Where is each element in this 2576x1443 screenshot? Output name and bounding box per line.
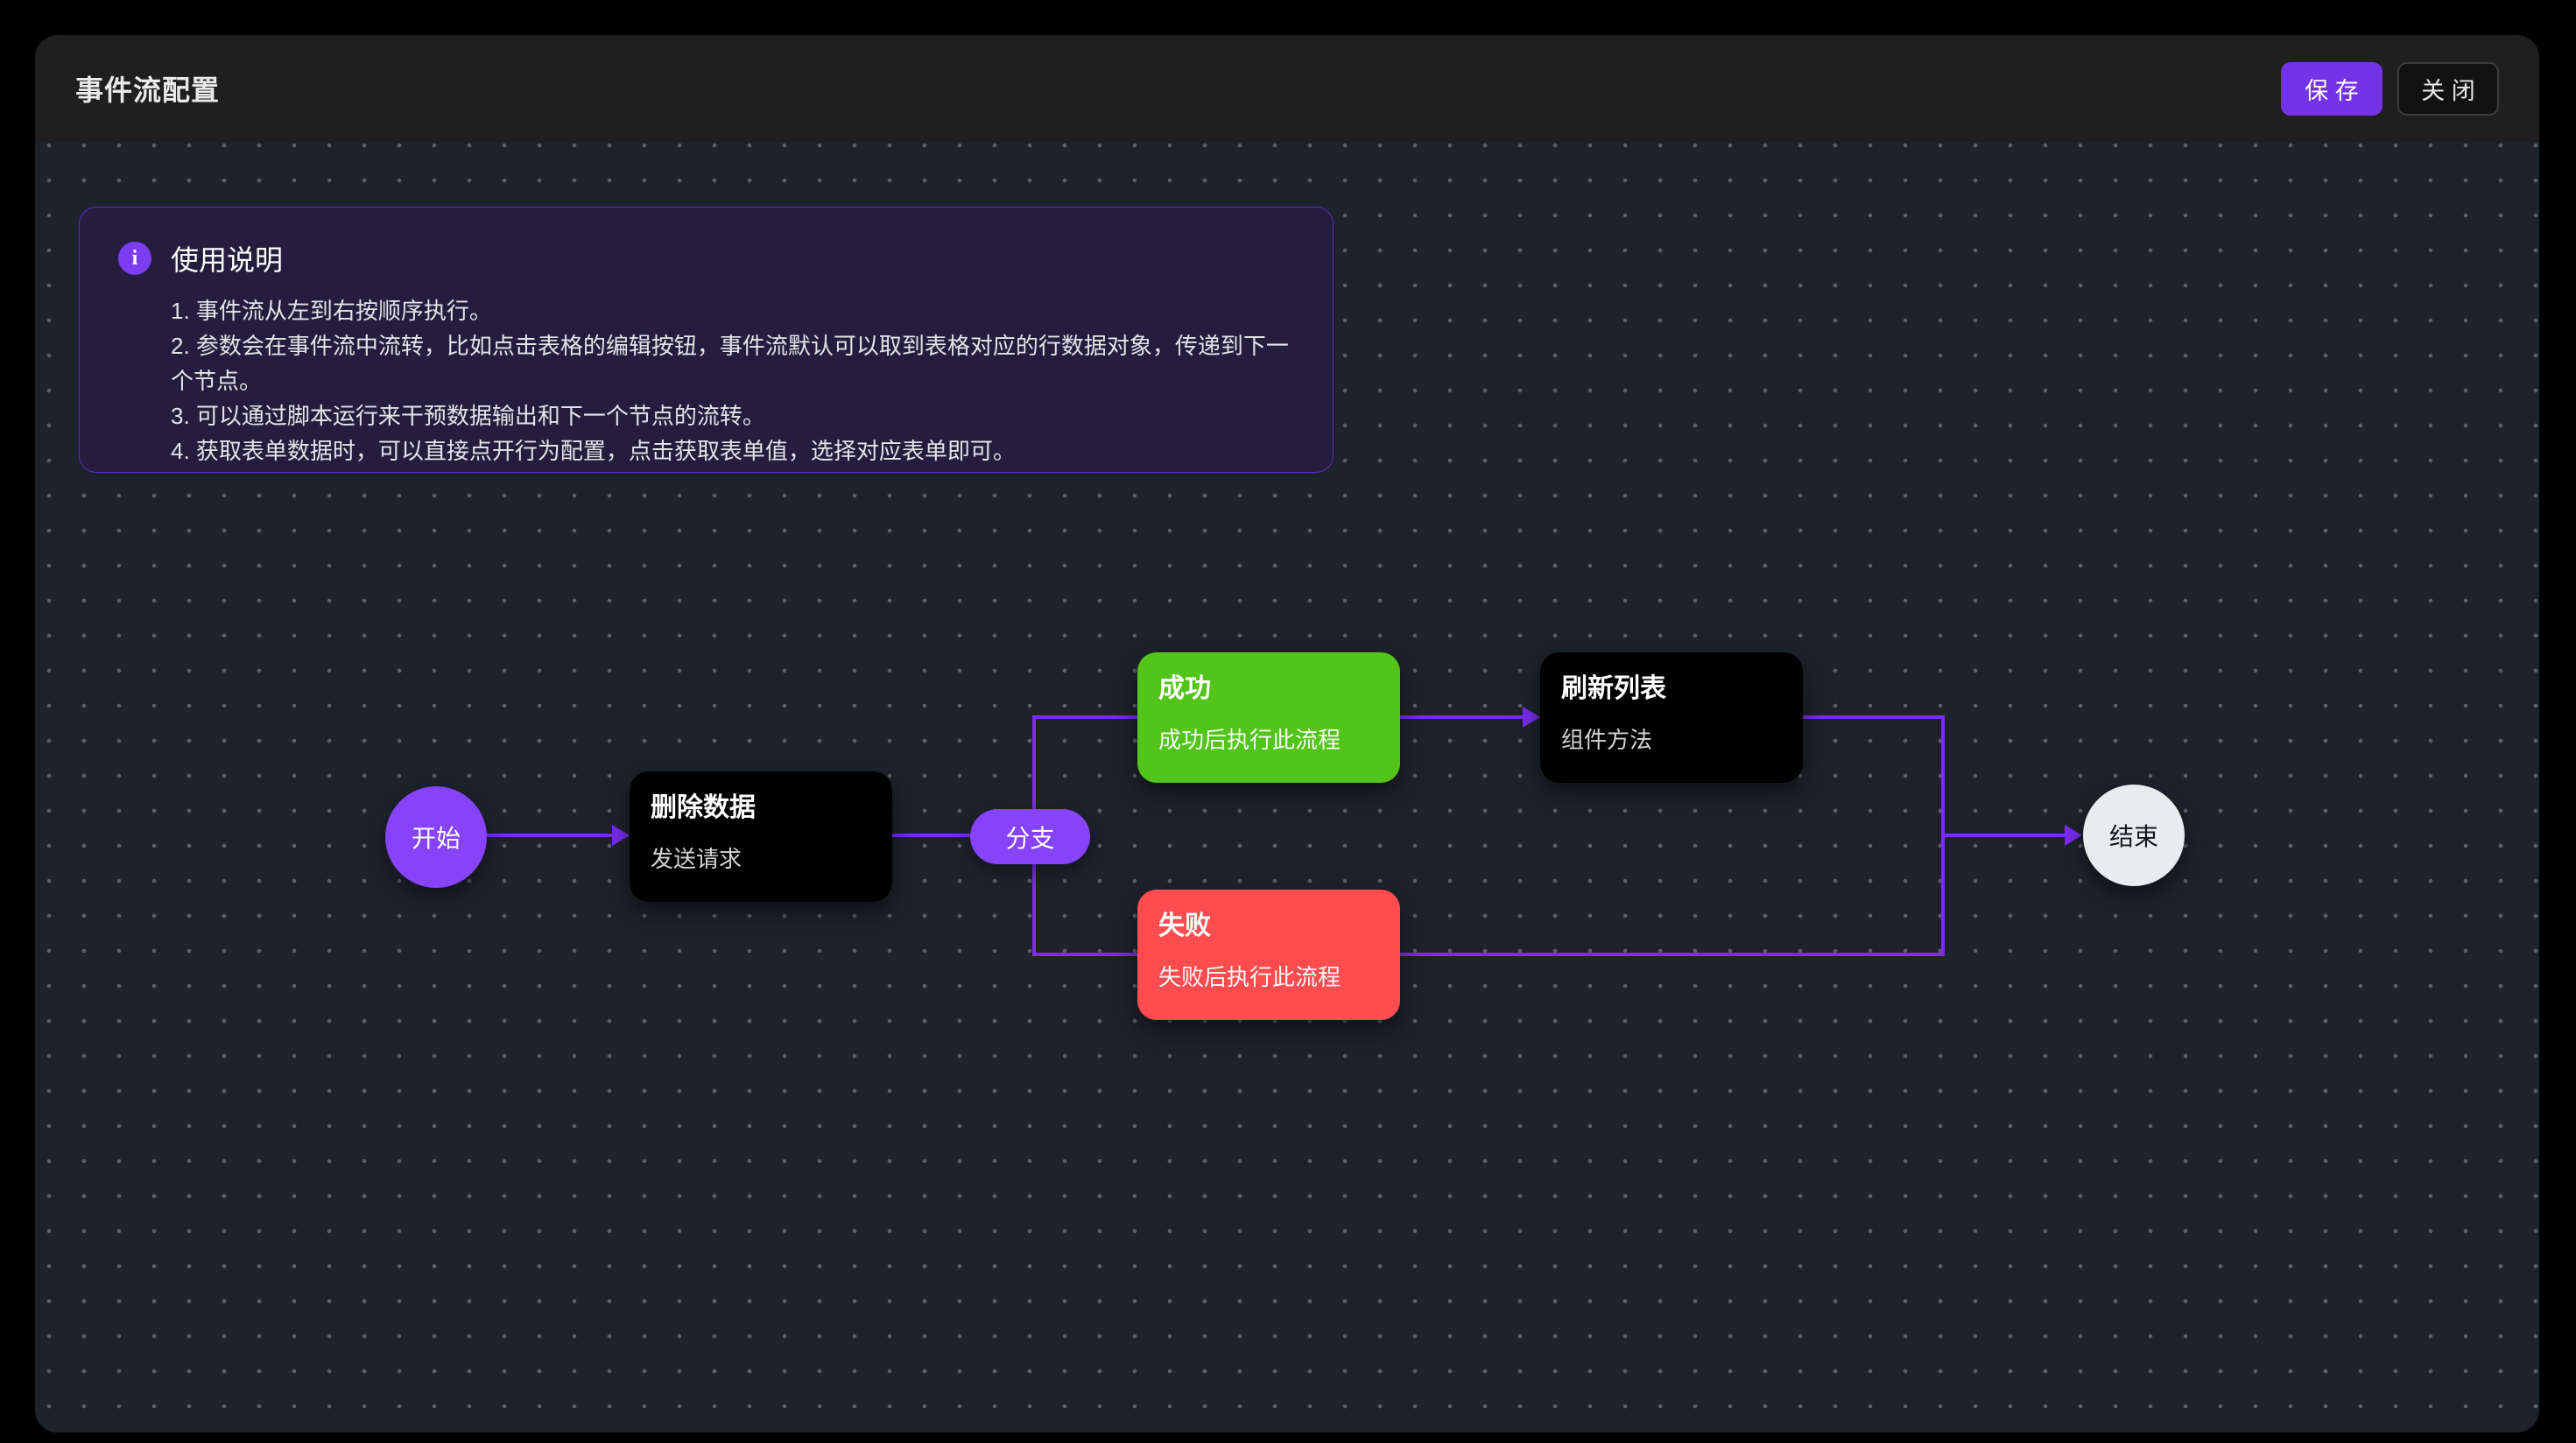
arrowhead-into-refresh <box>1523 707 1540 728</box>
edge-refresh-to-corner <box>1803 715 1945 719</box>
instructions-header: i 使用说明 <box>118 239 1298 278</box>
instructions-title: 使用说明 <box>171 244 284 276</box>
instructions-list: 1. 事件流从左到右按顺序执行。 2. 参数会在事件流中流转，比如点击表格的编辑… <box>118 293 1298 468</box>
end-node-label: 结束 <box>2108 823 2158 850</box>
page-title: 事件流配置 <box>75 74 221 106</box>
node-title: 失败 <box>1158 912 1211 940</box>
flow-node-refresh-list[interactable]: 刷新列表 组件方法 <box>1540 652 1803 783</box>
node-title: 成功 <box>1158 674 1211 703</box>
flow-canvas[interactable]: i 使用说明 1. 事件流从左到右按顺序执行。 2. 参数会在事件流中流转，比如… <box>35 142 2539 1432</box>
modal-header: 事件流配置 保 存 关 闭 <box>35 35 2539 142</box>
node-subtitle: 发送请求 <box>651 846 743 872</box>
flow-node-end[interactable]: 结束 <box>2083 785 2185 886</box>
header-actions: 保 存 关 闭 <box>2281 61 2499 116</box>
instruction-item: 2. 参数会在事件流中流转，比如点击表格的编辑按钮，事件流默认可以取到表格对应的… <box>171 333 1289 394</box>
start-node-label: 开始 <box>411 825 461 852</box>
edge-start-to-delete <box>482 834 613 837</box>
edge-merge-vertical <box>1941 715 1945 956</box>
arrowhead-into-delete <box>612 825 630 846</box>
edge-delete-to-branch <box>892 834 972 837</box>
node-title: 删除数据 <box>651 793 756 822</box>
arrowhead-into-end <box>2065 825 2082 846</box>
edge-merge-to-end <box>1945 834 2065 837</box>
instruction-item: 4. 获取表单数据时，可以直接点开行为配置，点击获取表单值，选择对应表单即可。 <box>171 438 1016 464</box>
flow-node-start[interactable]: 开始 <box>385 786 487 888</box>
instruction-item: 1. 事件流从左到右按顺序执行。 <box>171 298 492 324</box>
flow-node-success[interactable]: 成功 成功后执行此流程 <box>1137 652 1400 783</box>
node-subtitle: 成功后执行此流程 <box>1158 727 1341 753</box>
branch-node-label: 分支 <box>1005 824 1055 852</box>
event-flow-modal: 事件流配置 保 存 关 闭 i 使用说明 1. 事件流从左到右按顺序执行。 2.… <box>35 35 2539 1432</box>
node-subtitle: 组件方法 <box>1561 727 1653 753</box>
flow-node-fail[interactable]: 失败 失败后执行此流程 <box>1137 890 1400 1020</box>
instruction-item: 3. 可以通过脚本运行来干预数据输出和下一个节点的流转。 <box>171 403 765 429</box>
usage-instructions-panel: i 使用说明 1. 事件流从左到右按顺序执行。 2. 参数会在事件流中流转，比如… <box>79 207 1334 473</box>
flow-node-delete-data[interactable]: 删除数据 发送请求 <box>630 771 892 902</box>
node-title: 刷新列表 <box>1561 674 1666 703</box>
save-button[interactable]: 保 存 <box>2281 61 2382 116</box>
close-button[interactable]: 关 闭 <box>2397 61 2499 116</box>
info-icon: i <box>118 242 151 275</box>
edge-branch-to-fail <box>1032 953 1945 956</box>
node-subtitle: 失败后执行此流程 <box>1158 964 1341 990</box>
flow-node-branch[interactable]: 分支 <box>970 809 1090 864</box>
